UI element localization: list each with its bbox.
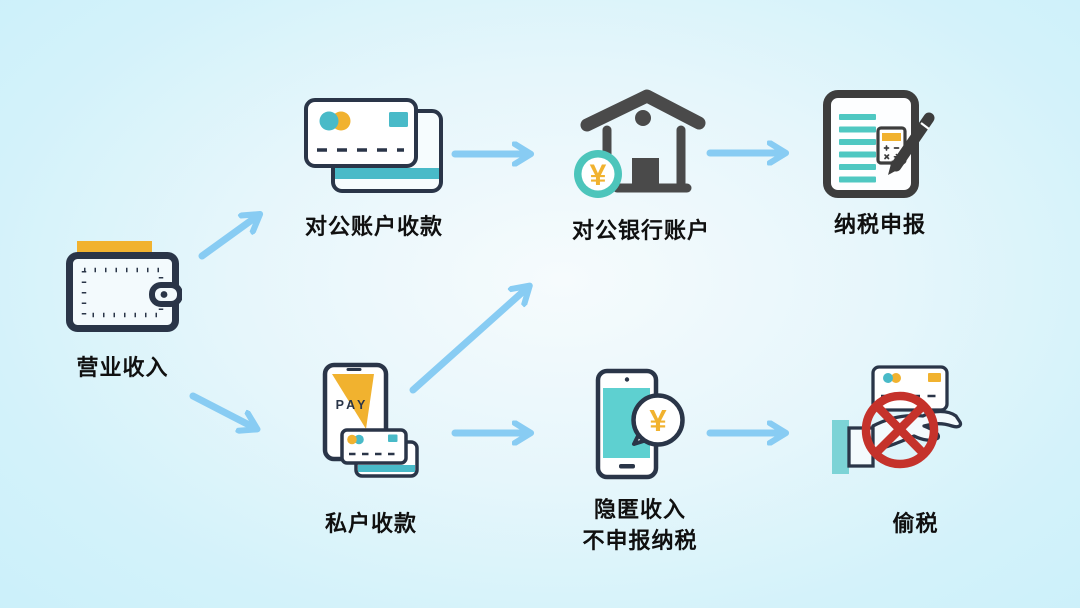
blocked-card-hand-icon: [831, 365, 962, 474]
tax-form-icon: [823, 90, 935, 198]
node-label: 对公账户收款: [304, 214, 443, 239]
node-revenue: 营业收入: [40, 241, 205, 383]
yuan-badge-icon: ¥: [574, 150, 622, 198]
arrow-revenue-to-private-collection: [189, 392, 253, 427]
arrow-private-collection-to-bank-account: [409, 289, 526, 394]
node-label: 对公银行账户: [571, 218, 710, 243]
prohibited-icon: [861, 391, 938, 469]
hidden-income-phone-icon: ¥: [595, 368, 685, 480]
node-label: 纳税申报: [833, 212, 926, 237]
node-hidden-income: ¥ 隐匿收入 不申报纳税: [565, 368, 715, 556]
node-label: 私户收款: [324, 511, 417, 536]
svg-text:¥: ¥: [590, 159, 607, 192]
node-corporate-bank-account: ¥ 对公银行账户: [552, 86, 730, 246]
yuan-bubble-icon: ¥: [631, 393, 685, 447]
svg-text:PAY: PAY: [336, 398, 369, 412]
node-private-collection: PAY 私户收款: [286, 362, 456, 539]
node-corporate-collection: 对公账户收款: [285, 97, 463, 242]
bank-house-icon: ¥: [574, 89, 706, 198]
sleeve-cuff: [831, 420, 849, 474]
node-tax-evasion: 偷税: [818, 364, 1013, 539]
node-label: 偷税: [892, 511, 939, 536]
node-label: 营业收入: [76, 355, 169, 380]
wallet-icon: [65, 241, 182, 332]
node-label-line2: 不申报纳税: [582, 528, 698, 553]
mobile-pay-icon: PAY: [322, 362, 419, 478]
node-label: 隐匿收入: [593, 497, 686, 522]
pencil-icon: [888, 112, 935, 175]
bank-cards-icon: [304, 98, 443, 193]
node-tax-filing: 纳税申报: [805, 90, 955, 240]
svg-text:¥: ¥: [649, 403, 667, 438]
arrow-revenue-to-corporate-collection: [198, 217, 256, 260]
